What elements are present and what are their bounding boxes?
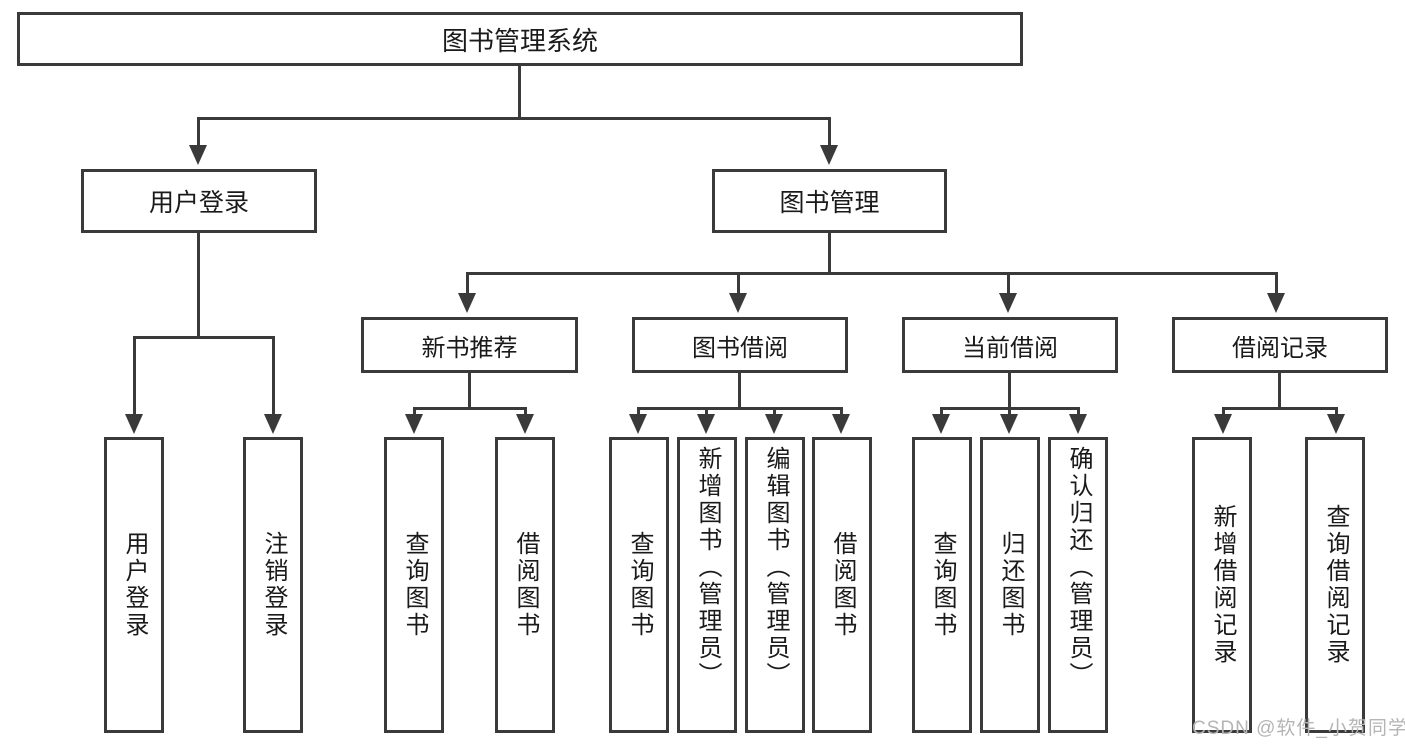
connector-drop-leaf-user-login-0: [133, 336, 136, 417]
connector-root-stem: [518, 66, 521, 118]
arrow-to-leaf-nbr-1: [516, 414, 534, 434]
arrow-to-leaf-bb-2: [765, 414, 783, 434]
node-label: 当前借阅: [962, 334, 1058, 362]
leaf-label: 用户登录: [121, 531, 148, 639]
leaf-book-borrow-1[interactable]: 新增图书（管理员）: [677, 437, 737, 733]
connector-level3-bus: [466, 272, 1278, 275]
arrow-to-leaf-cb-0: [932, 414, 950, 434]
node-label: 用户登录: [148, 189, 249, 217]
connector-drop-leaf-nbr-1: [524, 407, 527, 417]
connector-drop-new-book-recommend: [466, 272, 469, 294]
node-current-borrow[interactable]: 当前借阅: [902, 317, 1118, 373]
connector-book-borrow-stem: [738, 373, 741, 408]
leaf-user-login-0[interactable]: 用户登录: [104, 437, 164, 733]
arrow-to-leaf-br-1: [1327, 414, 1345, 434]
node-label: 图书借阅: [692, 334, 788, 362]
connector-drop-leaf-cb-0: [940, 407, 943, 417]
leaf-label: 借阅图书: [829, 531, 856, 639]
leaf-label: 查询图书: [626, 531, 653, 639]
leaf-label: 确认归还（管理员）: [1065, 446, 1092, 689]
node-borrow-record[interactable]: 借阅记录: [1172, 317, 1388, 373]
leaf-label: 归还图书: [997, 531, 1024, 639]
node-label: 图书管理: [779, 189, 880, 217]
node-label: 借阅记录: [1232, 334, 1328, 362]
connector-drop-leaf-br-0: [1222, 407, 1225, 417]
leaf-borrow-record-0[interactable]: 新增借阅记录: [1192, 437, 1252, 733]
leaf-label: 查询借阅记录: [1322, 504, 1349, 666]
arrow-to-leaf-br-0: [1214, 414, 1232, 434]
connector-drop-leaf-cb-1: [1008, 407, 1011, 417]
connector-drop-leaf-br-1: [1335, 407, 1338, 417]
leaf-label: 注销登录: [260, 531, 287, 639]
leaf-new-book-recommend-1[interactable]: 借阅图书: [495, 437, 555, 733]
connector-new-book-recommend-bus: [413, 407, 527, 410]
connector-drop-current-borrow: [1007, 272, 1010, 294]
arrow-to-book-borrow: [729, 293, 747, 313]
leaf-current-borrow-1[interactable]: 归还图书: [980, 437, 1040, 733]
node-label: 新书推荐: [421, 334, 518, 362]
node-book-management[interactable]: 图书管理: [712, 169, 947, 233]
node-new-book-recommend[interactable]: 新书推荐: [361, 317, 578, 373]
connector-user-login-bus: [133, 336, 275, 339]
leaf-book-borrow-2[interactable]: 编辑图书（管理员）: [745, 437, 805, 733]
connector-drop-leaf-user-login-1: [272, 336, 275, 417]
leaf-book-borrow-3[interactable]: 借阅图书: [812, 437, 872, 733]
leaf-label: 新增图书（管理员）: [694, 446, 721, 689]
connector-drop-leaf-bb-3: [840, 407, 843, 417]
connector-drop-book-borrow: [737, 272, 740, 294]
node-label: 图书管理系统: [441, 25, 598, 56]
leaf-current-borrow-2[interactable]: 确认归还（管理员）: [1048, 437, 1108, 733]
arrow-to-book-management: [820, 145, 838, 165]
connector-drop-leaf-cb-2: [1077, 407, 1080, 417]
connector-drop-borrow-record: [1275, 272, 1278, 294]
leaf-borrow-record-1[interactable]: 查询借阅记录: [1305, 437, 1365, 733]
node-book-borrow[interactable]: 图书借阅: [632, 317, 848, 373]
connector-drop-leaf-bb-1: [705, 407, 708, 417]
connector-drop-leaf-nbr-0: [413, 407, 416, 417]
connector-level2-bus: [197, 117, 831, 120]
connector-borrow-record-bus: [1222, 407, 1338, 410]
connector-drop-book-management: [828, 117, 831, 145]
leaf-label: 编辑图书（管理员）: [762, 446, 789, 689]
leaf-label: 查询图书: [401, 531, 428, 639]
arrow-to-leaf-nbr-0: [405, 414, 423, 434]
connector-user-login-stem: [197, 233, 200, 337]
connector-book-management-stem: [828, 233, 831, 273]
connector-new-book-recommend-stem: [468, 373, 471, 408]
leaf-user-login-1[interactable]: 注销登录: [243, 437, 303, 733]
arrow-to-new-book-recommend: [458, 293, 476, 313]
connector-borrow-record-stem: [1278, 373, 1281, 408]
arrow-to-leaf-user-login-1: [264, 414, 282, 434]
arrow-to-leaf-cb-2: [1069, 414, 1087, 434]
leaf-new-book-recommend-0[interactable]: 查询图书: [384, 437, 444, 733]
arrow-to-borrow-record: [1267, 293, 1285, 313]
arrow-to-current-borrow: [999, 293, 1017, 313]
connector-drop-leaf-bb-0: [637, 407, 640, 417]
arrow-to-leaf-cb-1: [1000, 414, 1018, 434]
node-user-login[interactable]: 用户登录: [81, 169, 317, 233]
csdn-watermark: CSDN @软件_小贺同学: [1192, 718, 1405, 739]
connector-current-borrow-stem: [1008, 373, 1011, 408]
leaf-current-borrow-0[interactable]: 查询图书: [912, 437, 972, 733]
leaf-label: 查询图书: [929, 531, 956, 639]
leaf-book-borrow-0[interactable]: 查询图书: [609, 437, 669, 733]
node-root-book-management-system[interactable]: 图书管理系统: [17, 12, 1023, 66]
leaf-label: 借阅图书: [512, 531, 539, 639]
connector-drop-user-login: [197, 117, 200, 145]
arrow-to-leaf-bb-0: [629, 414, 647, 434]
leaf-label: 新增借阅记录: [1209, 504, 1236, 666]
connector-drop-leaf-bb-2: [773, 407, 776, 417]
connector-book-borrow-bus: [637, 407, 843, 410]
arrow-to-leaf-bb-1: [697, 414, 715, 434]
arrow-to-user-login: [189, 145, 207, 165]
arrow-to-leaf-user-login-0: [125, 414, 143, 434]
arrow-to-leaf-bb-3: [832, 414, 850, 434]
